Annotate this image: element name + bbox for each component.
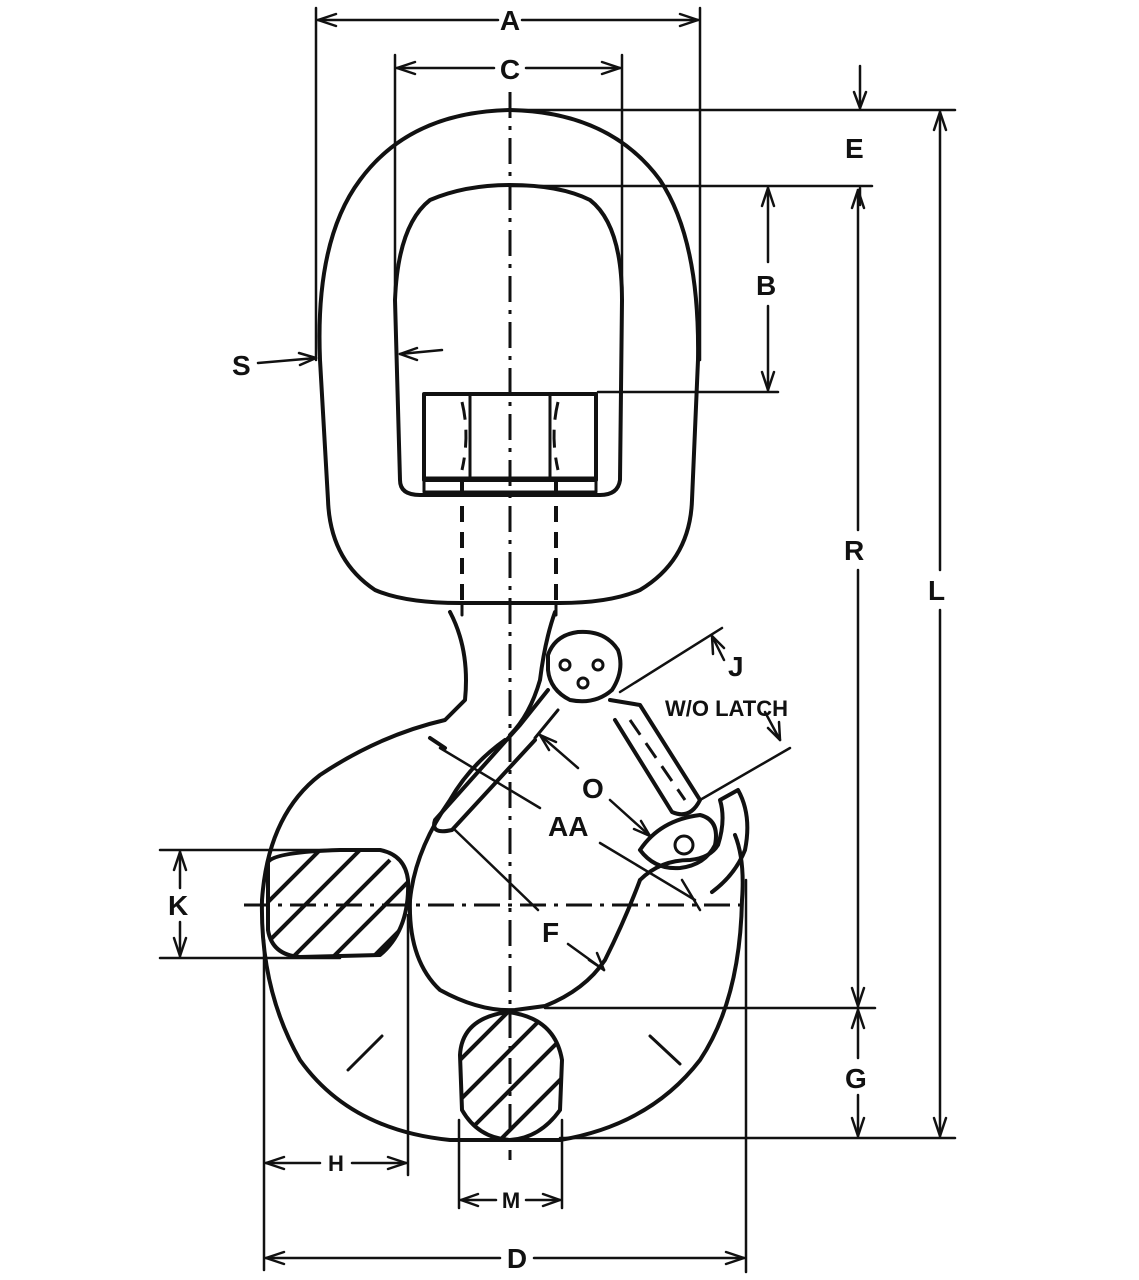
dimension-d: D — [264, 878, 748, 1274]
hook-shank — [460, 480, 558, 617]
dimension-e: E — [508, 64, 957, 207]
center-lines — [244, 92, 750, 1160]
swivel-eye — [317, 108, 701, 605]
dimension-b: B — [508, 184, 874, 394]
dimension-g: G — [543, 1006, 877, 1138]
dimension-o: O — [538, 733, 652, 838]
label-j: J — [728, 651, 744, 682]
label-f: F — [542, 917, 559, 948]
label-h: H — [328, 1151, 344, 1176]
dimension-c: C — [393, 53, 624, 302]
label-o: O — [582, 773, 604, 804]
dimension-m: M — [457, 1118, 564, 1213]
hook-body — [259, 610, 750, 1142]
section-k — [266, 848, 411, 959]
label-d: D — [507, 1243, 527, 1274]
dimension-j: J W/O LATCH — [618, 626, 792, 802]
dimension-f: F — [453, 828, 606, 972]
label-b: B — [756, 270, 776, 301]
dimension-h: H — [262, 913, 410, 1272]
dimension-aa: AA — [438, 746, 702, 912]
label-e: E — [845, 133, 864, 164]
label-l: L — [928, 575, 945, 606]
dimension-a: A — [314, 5, 702, 362]
section-m — [458, 1010, 564, 1142]
label-aa: AA — [548, 811, 588, 842]
label-s: S — [232, 350, 251, 381]
dimension-l: L — [558, 110, 957, 1140]
dimension-r: R — [844, 188, 866, 1008]
dimension-s: S — [232, 346, 444, 381]
latch-note: W/O LATCH — [665, 696, 788, 721]
label-r: R — [844, 535, 864, 566]
label-k: K — [168, 890, 188, 921]
dimension-k: K — [158, 848, 347, 960]
label-g: G — [845, 1063, 867, 1094]
label-a: A — [500, 5, 520, 36]
label-m: M — [502, 1188, 520, 1213]
label-c: C — [500, 54, 520, 85]
